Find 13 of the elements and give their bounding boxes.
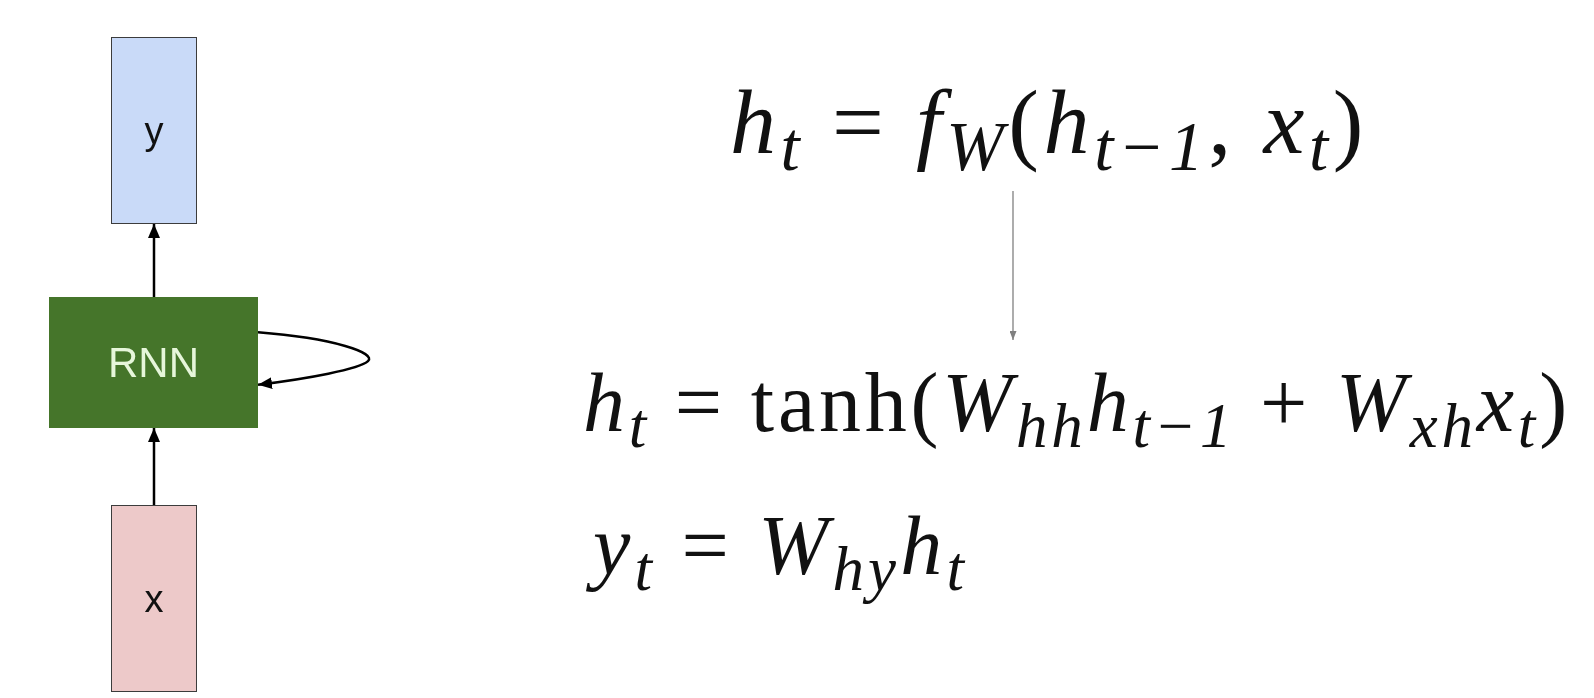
equation: h$_{t}$ = tanh(W$_{hh}$h$_{t−1}$ + W$_{xh}$x$_{t}$) [575,340,1579,466]
box-label: x [144,579,164,618]
loop-arrow [257,331,371,389]
arrow [148,224,160,297]
rnn-box [49,297,258,428]
box-label: y [144,111,164,150]
equation: h$_{t}$ = f$_{W}$(h$_{t−1}$, x$_{t}$) [722,53,1376,191]
output-box [111,37,197,224]
arrow [148,428,160,505]
equation: y$_{t}$ = W$_{hy}$h$_{t}$ [585,483,977,609]
box-label: RNN [108,341,199,384]
arrow [1009,190,1017,341]
input-box [111,505,197,692]
